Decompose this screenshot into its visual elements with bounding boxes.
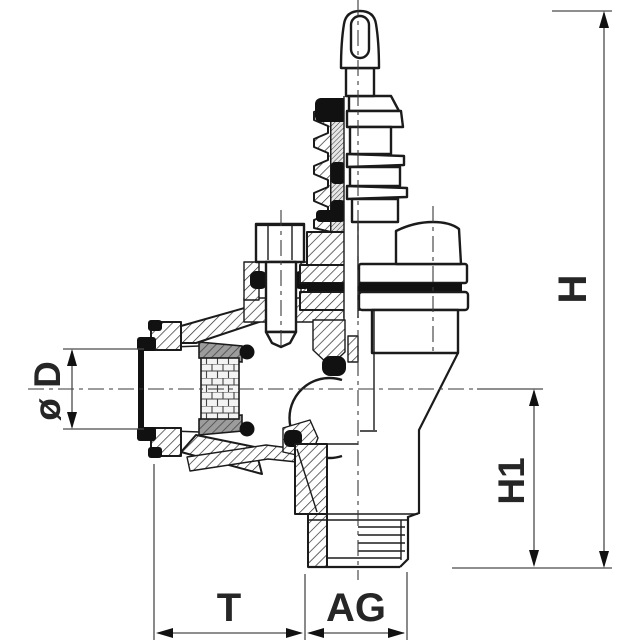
hex-boss xyxy=(394,220,463,266)
dimension-h1: H1 xyxy=(477,388,543,567)
inlet-cap-corner-bl xyxy=(137,427,156,441)
bonnet-flange-upper xyxy=(357,262,469,285)
outlet-thread-wall-section xyxy=(307,513,328,568)
seat-o-ring-lower xyxy=(284,430,302,447)
valve-body-group xyxy=(137,9,470,569)
inlet-cap-corner-tt xyxy=(148,320,162,331)
stack-column-2 xyxy=(350,197,400,224)
bonnet-top-seal xyxy=(315,98,350,122)
centerlines xyxy=(28,0,478,580)
outlet-transition-edge xyxy=(296,448,318,513)
stem-seal-mid xyxy=(331,162,345,184)
h-arrow-down xyxy=(599,551,609,568)
seat-o-ring-upper xyxy=(322,356,346,376)
t-arrow-right xyxy=(286,628,303,638)
packing-stack xyxy=(345,94,409,224)
dim-d-label: ø D xyxy=(27,361,68,421)
d-arrow-up xyxy=(67,349,77,366)
bolt-head xyxy=(254,222,306,264)
bonnet-lower-section xyxy=(306,231,346,266)
dimension-d: ø D xyxy=(27,348,144,430)
stack-flare xyxy=(345,109,405,129)
bonnet-flange-lower xyxy=(357,290,470,312)
d-arrow-down xyxy=(67,412,77,429)
h-arrow-up xyxy=(599,11,609,28)
strainer-cap-top xyxy=(198,341,243,363)
ag-arrow-right xyxy=(388,628,405,638)
dim-t-label: T xyxy=(217,586,241,630)
bonnet-lower-seal xyxy=(316,210,338,222)
check-bolt xyxy=(243,222,317,349)
dim-ag-label: AG xyxy=(326,586,386,630)
h1-arrow-down xyxy=(529,550,539,567)
stack-column-1 xyxy=(348,125,393,156)
dim-h1-label: H1 xyxy=(491,457,532,504)
seat-block xyxy=(347,335,359,363)
dimension-ag: AG xyxy=(307,572,408,640)
inlet-cap-corner-tl xyxy=(137,337,156,351)
stack-shoulder xyxy=(347,94,401,113)
bolt-seal-left xyxy=(250,271,267,289)
t-arrow-left xyxy=(156,628,173,638)
outlet-wall-section xyxy=(294,443,328,515)
dimension-h: H xyxy=(452,10,612,569)
dimension-t: T xyxy=(153,464,306,640)
thread-crest-lines xyxy=(327,520,405,560)
stem-shaft xyxy=(344,66,376,98)
stem-knob-slot xyxy=(349,14,371,60)
strainer-o-ring-top xyxy=(239,344,255,360)
stack-ring-1 xyxy=(345,152,406,169)
strainer-o-ring-bottom xyxy=(239,421,255,437)
stack-ring-2 xyxy=(345,184,409,201)
body-taper-outline xyxy=(399,352,459,568)
strainer-cap-bottom xyxy=(198,414,243,436)
inlet-cap-corner-bb xyxy=(148,447,162,458)
ag-arrow-left xyxy=(307,628,324,638)
body-cylinder xyxy=(370,308,460,355)
o-ring-band xyxy=(307,283,462,292)
h1-arrow-up xyxy=(529,389,539,406)
dim-h-label: H xyxy=(551,275,595,304)
